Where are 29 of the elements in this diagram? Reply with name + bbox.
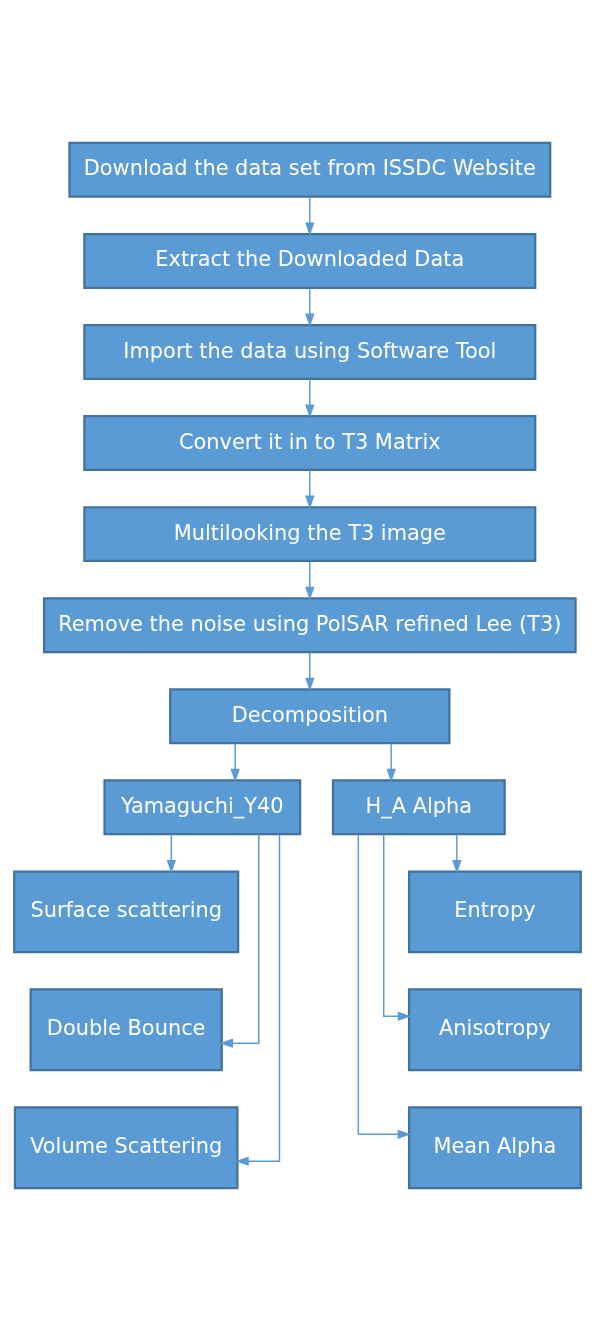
node-box: Entropy — [408, 870, 582, 954]
node-box: Extract the Downloaded Data — [83, 232, 537, 289]
node-box: Double Bounce — [29, 988, 223, 1072]
node-box: Surface scattering — [13, 870, 240, 954]
node-box: Multilooking the T3 image — [83, 506, 537, 563]
arrow — [305, 378, 315, 418]
node-box: Decomposition — [169, 688, 451, 745]
arrow — [230, 742, 240, 783]
node-box: Remove the noise using PolSAR refined Lee (T3) — [42, 597, 577, 654]
node-box: Yamaguchi_Y40 — [103, 779, 302, 836]
node-box: Convert it in to T3 Matrix — [83, 415, 537, 472]
arrow — [305, 196, 315, 236]
arrow — [305, 651, 315, 692]
arrow — [382, 833, 412, 1022]
arrow — [235, 833, 281, 1166]
arrow — [452, 833, 462, 874]
node-box: Volume Scattering — [13, 1106, 239, 1190]
arrow — [166, 833, 177, 874]
arrow — [219, 833, 260, 1048]
node-box: Mean Alpha — [408, 1106, 582, 1190]
arrow — [305, 560, 315, 601]
arrow — [357, 833, 412, 1139]
node-box: Download the data set from ISSDC Website — [68, 141, 552, 198]
arrow — [305, 287, 315, 327]
arrow — [305, 469, 315, 510]
arrow — [386, 742, 396, 783]
node-box: Anisotropy — [408, 988, 582, 1072]
node-box: Import the data using Software Tool — [83, 324, 537, 380]
node-box: H_A Alpha — [331, 779, 506, 836]
